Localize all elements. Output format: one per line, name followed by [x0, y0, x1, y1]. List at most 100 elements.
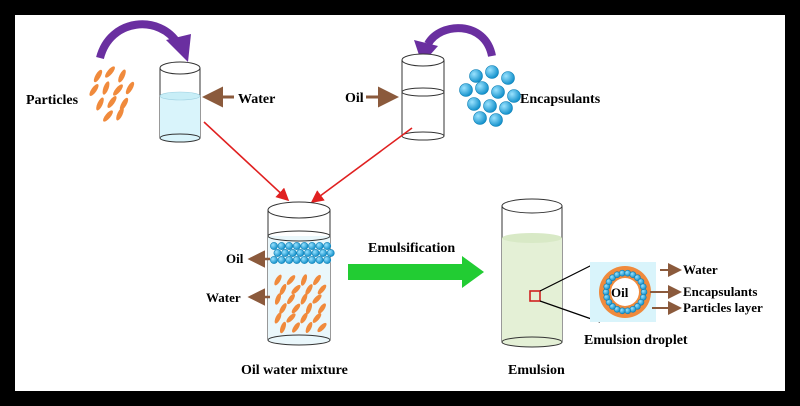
encapsulant — [475, 81, 489, 95]
particle — [312, 294, 322, 304]
particle — [305, 284, 313, 295]
encapsulant — [609, 274, 616, 281]
mixture-particles — [274, 274, 327, 334]
particle — [317, 284, 327, 295]
particle — [118, 69, 126, 83]
curved-arrow-encapsulants-to-oil — [424, 24, 496, 58]
encapsulant — [507, 89, 521, 103]
encapsulant — [326, 249, 335, 257]
mixture-encapsulant-layer — [270, 242, 335, 264]
diagram-svg: Particles Water Oil Encapsulants Oil Wat… — [26, 20, 763, 378]
red-arrow-right — [310, 127, 413, 203]
particle — [102, 81, 110, 95]
droplet-oil-label: Oil — [611, 285, 629, 300]
water-label-mixture: Water — [206, 290, 241, 305]
encapsulant — [308, 242, 316, 250]
encapsulant — [311, 249, 320, 257]
encapsulant — [459, 83, 473, 97]
curved-arrow-particles-to-water — [96, 20, 182, 60]
encapsulant — [292, 242, 301, 250]
encapsulant — [315, 256, 324, 264]
particle — [96, 97, 104, 111]
encapsulant — [639, 283, 647, 290]
emulsion-droplet-caption: Emulsion droplet — [584, 333, 688, 348]
water-beaker — [159, 61, 201, 143]
encapsulant — [485, 65, 499, 79]
water-label-top: Water — [238, 92, 275, 107]
encapsulant — [602, 288, 610, 296]
particle — [274, 293, 282, 305]
particle — [105, 66, 115, 78]
particle — [318, 303, 326, 314]
particle — [279, 321, 287, 334]
emulsion-caption: Emulsion — [508, 363, 565, 378]
particle — [103, 110, 113, 122]
encapsulant — [640, 288, 648, 296]
encapsulant — [300, 256, 309, 264]
encapsulant — [277, 256, 286, 264]
particle — [287, 293, 295, 305]
particle — [286, 275, 296, 285]
particle — [125, 81, 135, 95]
droplet-encapsulants-label: Encapsulants — [683, 284, 757, 299]
encapsulants-label-top: Encapsulants — [520, 92, 601, 107]
particle — [116, 107, 124, 121]
particle — [291, 303, 301, 314]
encapsulant — [273, 249, 282, 257]
particle — [113, 84, 123, 96]
encapsulant — [292, 256, 301, 264]
encapsulant — [469, 69, 483, 83]
encapsulant — [296, 249, 305, 257]
oil-label-mixture: Oil — [226, 251, 244, 266]
oil-label-top: Oil — [345, 91, 364, 106]
encapsulant — [319, 249, 327, 257]
encapsulant — [634, 303, 641, 310]
encapsulant — [323, 242, 332, 250]
droplet-particles-layer-label: Particles layer — [683, 300, 763, 315]
encapsulant — [270, 256, 278, 264]
encapsulant — [285, 242, 294, 250]
encapsulant — [473, 111, 487, 125]
oil-water-mixture-caption: Oil water mixture — [241, 363, 348, 378]
curved-arrowhead-left — [166, 34, 191, 62]
encapsulant — [270, 242, 278, 250]
mixture-beaker — [267, 201, 335, 346]
particle — [305, 302, 313, 315]
particle — [279, 283, 287, 296]
particle — [300, 293, 308, 305]
particle — [93, 69, 103, 83]
particle — [291, 284, 301, 295]
particle — [286, 313, 296, 323]
encapsulant — [483, 99, 497, 113]
particle — [305, 321, 313, 334]
particle — [292, 322, 300, 333]
encapsulant — [281, 249, 289, 257]
emulsification-arrow — [348, 256, 484, 288]
encapsulant — [308, 256, 316, 264]
particle — [300, 312, 308, 324]
particles-cluster-top — [89, 66, 135, 122]
particle — [119, 97, 129, 111]
encapsulant — [288, 249, 297, 257]
particle — [317, 322, 327, 333]
droplet-water-label: Water — [683, 262, 718, 277]
encapsulant — [624, 307, 632, 315]
encapsulant — [491, 85, 505, 99]
zoom-line-top — [539, 264, 593, 292]
particle — [312, 313, 322, 323]
encapsulant — [303, 249, 312, 257]
emulsion-beaker — [501, 198, 563, 348]
encapsulant — [499, 101, 513, 115]
particle — [274, 274, 282, 286]
particle — [274, 312, 282, 324]
particle — [313, 274, 321, 286]
encapsulant — [489, 113, 503, 127]
encapsulant — [613, 305, 621, 313]
particle — [107, 96, 117, 108]
emulsion-droplet-inset: Oil — [590, 262, 656, 322]
encapsulant — [467, 97, 481, 111]
encapsulants-cluster-top — [459, 65, 521, 127]
encapsulant — [323, 256, 332, 264]
encapsulant — [501, 71, 515, 85]
